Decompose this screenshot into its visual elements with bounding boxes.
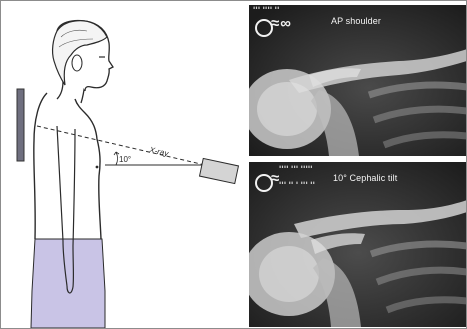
film-marker-logo: ≈∞ (271, 15, 292, 32)
radiograph-cephalic-tilt: ▮▮▮▮ ▮▮▮ ▮▮▮▮▮ ▮▮▮ ▮▮ ▮ ▮▮▮ ▮▮ ≈ 10° Cep… (249, 162, 467, 327)
radiograph-title-tilt: 10° Cephalic tilt (333, 173, 397, 183)
film-metadata: ▮▮▮ ▮▮ ▮ ▮▮▮ ▮▮ (279, 182, 315, 187)
torso-outline (34, 93, 101, 239)
film-metadata: ▮▮▮▮ ▮▮▮ ▮▮▮▮▮ (279, 166, 313, 171)
radiograph-title-ap: AP shoulder (331, 16, 381, 26)
detector-plate (17, 89, 24, 161)
ear (72, 55, 82, 71)
chest-mark (96, 166, 99, 169)
film-metadata: ▮▮▮ ▮▮▮▮ ▮▮ (253, 7, 279, 12)
neck-outline (57, 81, 85, 103)
xray-tube (200, 158, 239, 183)
film-marker-logo: ≈ (271, 170, 280, 187)
angle-arc (116, 152, 118, 165)
radiograph-ap-shoulder: ▮▮▮ ▮▮▮▮ ▮▮ ≈∞ AP shoulder (249, 5, 467, 156)
shorts (31, 239, 105, 328)
patient-positioning-illustration: X-ray 10° (1, 1, 247, 328)
angle-label: 10° (119, 155, 131, 164)
beam-label: X-ray (148, 145, 171, 159)
